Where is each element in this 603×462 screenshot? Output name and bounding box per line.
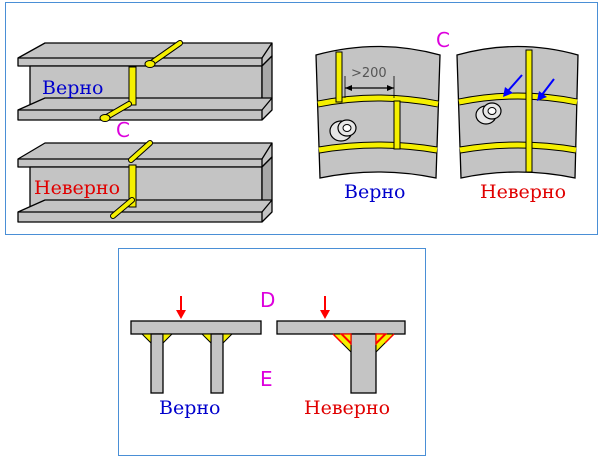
beam-incorrect: [17, 142, 273, 223]
shell-incorrect-label: Неверно: [480, 181, 567, 203]
shell-correct-label: Верно: [344, 181, 406, 203]
zone-d-label: D: [260, 288, 276, 312]
beam-incorrect-label: Неверно: [34, 177, 121, 199]
section-incorrect: [276, 296, 406, 394]
beam-correct-label: Верно: [42, 77, 104, 99]
shell-correct: [315, 45, 441, 179]
bottom-incorrect-label: Неверно: [304, 397, 391, 419]
beam-zone-label: C: [116, 118, 130, 142]
beam-incorrect-welds: [110, 140, 153, 219]
shell-zone-label: C: [436, 28, 450, 52]
beam-correct-welds: [99, 40, 183, 122]
beam-correct: [17, 42, 273, 121]
section-correct: [130, 296, 262, 394]
shell-dimension-label: >200: [351, 66, 387, 81]
bottom-correct-label: Верно: [159, 397, 221, 419]
shell-incorrect: [456, 45, 579, 179]
zone-e-label: E: [260, 367, 273, 391]
